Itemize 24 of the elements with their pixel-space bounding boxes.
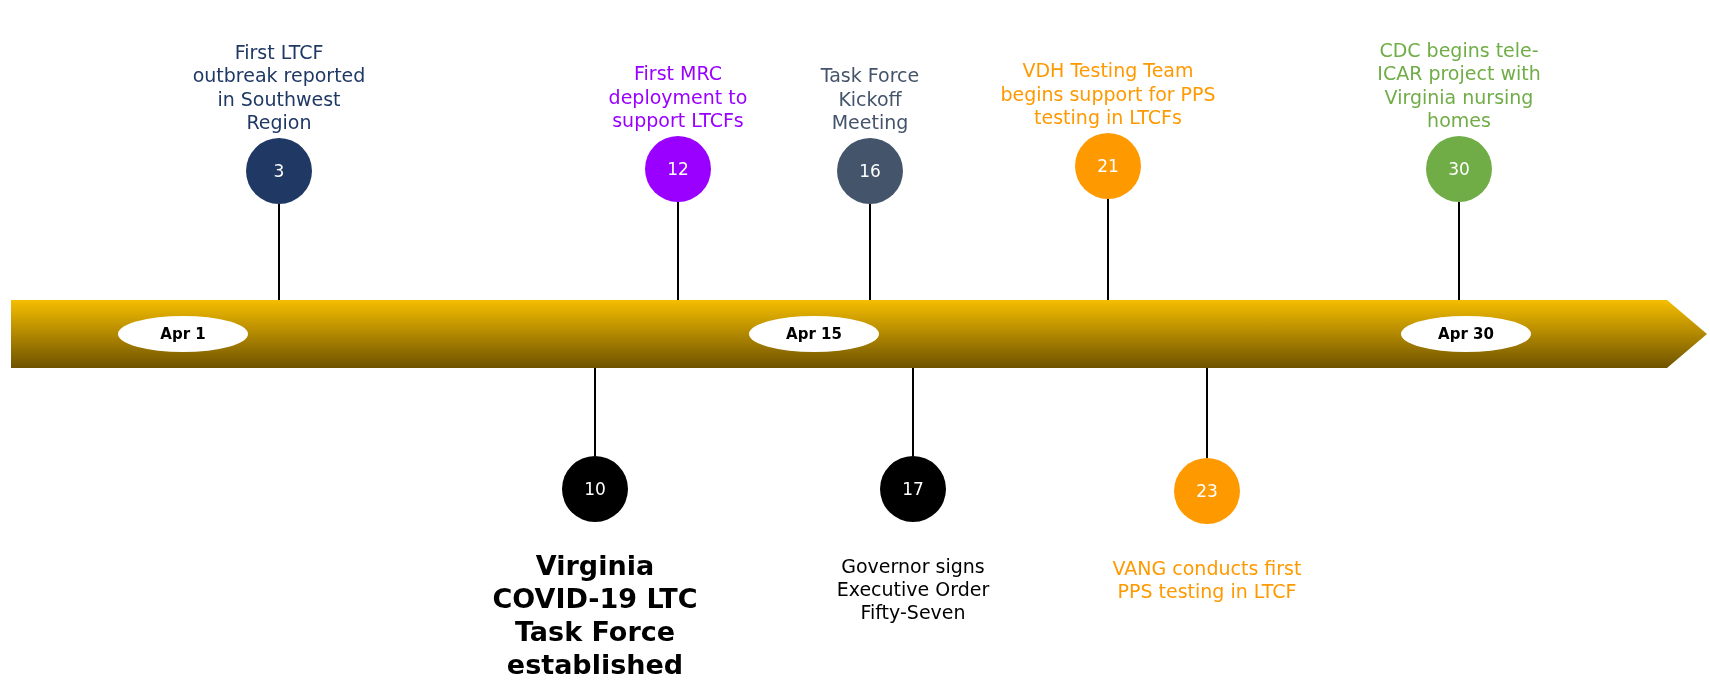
event-description: First LTCF outbreak reported in Southwest Region [191, 41, 367, 134]
day-circle: 21 [1075, 133, 1141, 199]
event-description: CDC begins tele-ICAR project with Virginia nursing homes [1376, 39, 1542, 132]
day-circle: 10 [562, 456, 628, 522]
event-description: VANG conducts first PPS testing in LTCF [1111, 557, 1303, 604]
day-circle: 23 [1174, 458, 1240, 524]
connector-line [1206, 367, 1208, 459]
day-circle: 17 [880, 456, 946, 522]
connector-line [677, 201, 679, 301]
connector-line [1458, 201, 1460, 301]
day-circle: 16 [837, 138, 903, 204]
day-circle: 30 [1426, 136, 1492, 202]
connector-line [278, 203, 280, 301]
connector-line [1107, 198, 1109, 301]
event-description: VDH Testing Team begins support for PPS testing in LTCFs [999, 59, 1217, 129]
connector-line [912, 367, 914, 457]
event-description: First MRC deployment to support LTCFs [607, 62, 749, 132]
connector-line [594, 367, 596, 457]
day-circle: 12 [645, 136, 711, 202]
event-description: Virginia COVID-19 LTC Task Force established [491, 550, 699, 682]
event-description: Governor signs Executive Order Fifty-Seven [835, 555, 991, 625]
connector-line [869, 203, 871, 301]
day-circle: 3 [246, 138, 312, 204]
event-description: Task Force Kickoff Meeting [819, 64, 921, 134]
